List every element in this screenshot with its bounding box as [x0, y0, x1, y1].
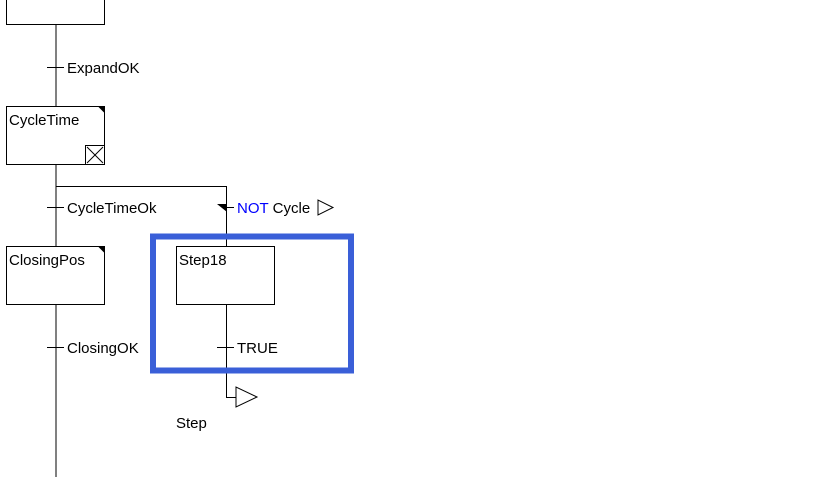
step-corner-marker-icon	[98, 246, 105, 253]
transition-closing-ok[interactable]: ClosingOK	[47, 340, 139, 357]
step-label-cycle-time: CycleTime	[9, 112, 79, 129]
selection-highlight	[150, 233, 354, 374]
step-step18[interactable]: Step18	[176, 246, 275, 305]
transition-expand-ok[interactable]: ExpandOK	[47, 60, 140, 77]
priority-marker-icon	[217, 204, 227, 212]
jump-step[interactable]: Step	[176, 385, 259, 432]
step-corner-marker-icon	[98, 106, 105, 113]
step-cycle-time[interactable]: CycleTime	[6, 106, 105, 165]
action-qualifier-x-icon	[85, 145, 105, 165]
jump-target-label: Step	[176, 415, 207, 432]
step-label-closing-pos: ClosingPos	[9, 252, 85, 269]
jump-arrow-small-icon[interactable]	[317, 199, 335, 216]
transition-true[interactable]: TRUE	[217, 340, 278, 357]
step-closing-pos[interactable]: ClosingPos	[6, 246, 105, 305]
transition-label-closing-ok: ClosingOK	[67, 340, 139, 357]
cycle-variable: Cycle	[273, 200, 311, 217]
transition-label-true: TRUE	[237, 340, 278, 357]
step-top[interactable]	[6, 0, 105, 25]
not-keyword: NOT	[237, 200, 269, 217]
transition-label-expand-ok: ExpandOK	[67, 60, 140, 77]
transition-label-cycle-time-ok: CycleTimeOk	[67, 200, 157, 217]
transition-cycle-time-ok[interactable]: CycleTimeOk	[47, 200, 157, 217]
step-label-step18: Step18	[179, 252, 227, 269]
jump-arrow-icon	[235, 386, 259, 408]
